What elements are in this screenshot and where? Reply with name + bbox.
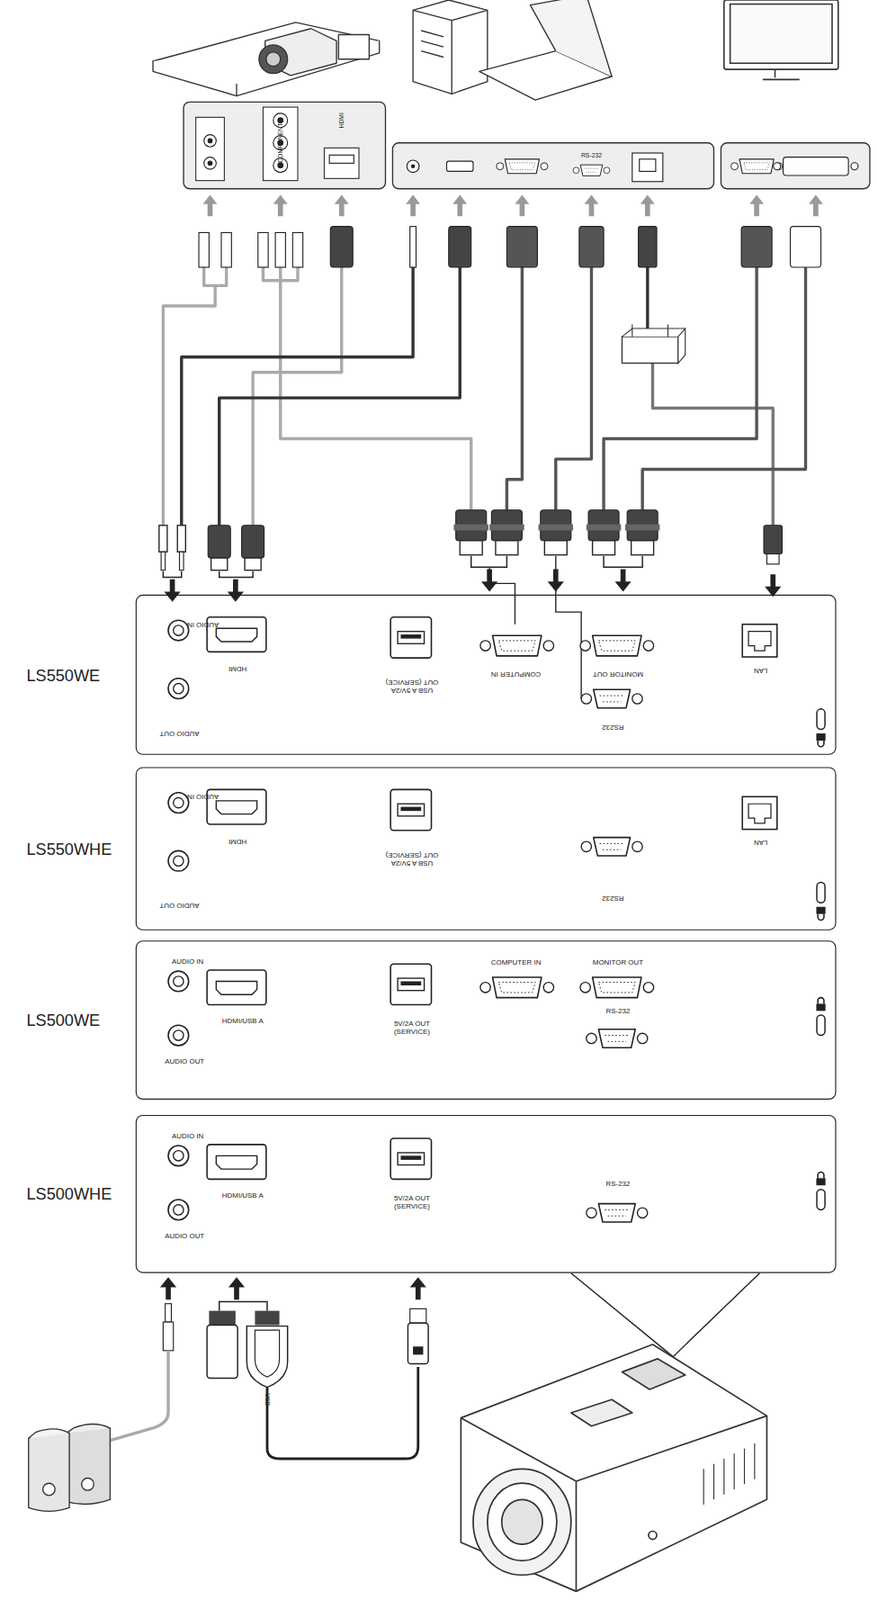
port-label: RS232	[601, 894, 624, 903]
port-label: AUDIO IN	[187, 792, 219, 801]
ports-ls550we	[168, 617, 826, 747]
port-label: AUDIO OUT	[164, 1057, 205, 1066]
port-label: COMPONENT	[277, 123, 284, 163]
port-label: AUDIO OUT	[164, 1231, 205, 1240]
port-label: USB A 5V/2A OUT (SERVICE)	[384, 678, 440, 695]
bottom-connections	[109, 1276, 429, 1459]
port-label: COMPUTER IN	[491, 670, 542, 679]
cables	[162, 267, 806, 526]
port-label: COMPUTER IN	[491, 958, 542, 968]
port-label: LAN	[753, 665, 768, 674]
monitor	[724, 0, 839, 80]
port-label: AUDIO IN	[171, 957, 204, 966]
port-label: AUDIO OUT	[159, 901, 199, 910]
connector-panel: LS500WHEAUDIO INHDMI/USB AAUDIO OUT5V/2A…	[135, 1114, 837, 1273]
port-label: USB A 5V/2A OUT (SERVICE)	[384, 850, 440, 867]
port-label: HDMI	[338, 112, 345, 128]
port-label: USB	[264, 1392, 271, 1406]
ports-ls500whe	[168, 1137, 826, 1222]
insert-arrows	[162, 555, 643, 699]
source-panels	[183, 101, 870, 189]
connector-panel: LS550WEAUDIO INHDMIAUDIO OUTUSB A 5V/2A …	[135, 594, 837, 755]
port-label: RS-232	[605, 1006, 630, 1015]
down-arrows	[164, 569, 782, 602]
port-label: AUDIO OUT	[159, 728, 199, 737]
port-label: RS-232	[605, 1180, 630, 1189]
port-label: HDMI/USB A	[222, 1016, 264, 1025]
model-name: LS550WHE	[26, 840, 112, 859]
ports-ls550whe	[168, 788, 826, 920]
port-label: AUDIO IN	[171, 1131, 204, 1140]
port-label: HDMI	[228, 837, 247, 846]
port-label: RS232	[601, 723, 624, 732]
model-name: LS500WHE	[26, 1184, 112, 1203]
port-label: MONITOR OUT	[592, 958, 644, 968]
port-label: 5V/2A OUT (SERVICE)	[384, 1020, 440, 1037]
model-name: LS500WE	[26, 1011, 100, 1030]
connector-panel: LS500WEAUDIO INHDMI/USB AAUDIO OUT5V/2A …	[135, 940, 837, 1100]
port-label: LAN	[753, 838, 768, 847]
port-label: MONITOR OUT	[592, 670, 644, 679]
port-label: AUDIO IN	[187, 619, 219, 628]
port-label: HDMI/USB A	[222, 1191, 264, 1200]
port-label: RS-232	[581, 152, 602, 159]
model-name: LS550WE	[26, 666, 100, 685]
source-plugs	[198, 226, 821, 364]
speakers	[28, 1423, 111, 1511]
port-label: HDMI	[228, 664, 247, 673]
gray-arrows	[203, 195, 824, 217]
ports-ls500we	[168, 963, 826, 1048]
connector-panel: LS550WHEAUDIO INHDMIAUDIO OUTUSB A 5V/2A…	[135, 766, 837, 930]
projector	[460, 1272, 767, 1592]
av-devices	[152, 22, 380, 97]
computers	[412, 0, 612, 100]
port-label: 5V/2A OUT (SERVICE)	[384, 1193, 440, 1210]
